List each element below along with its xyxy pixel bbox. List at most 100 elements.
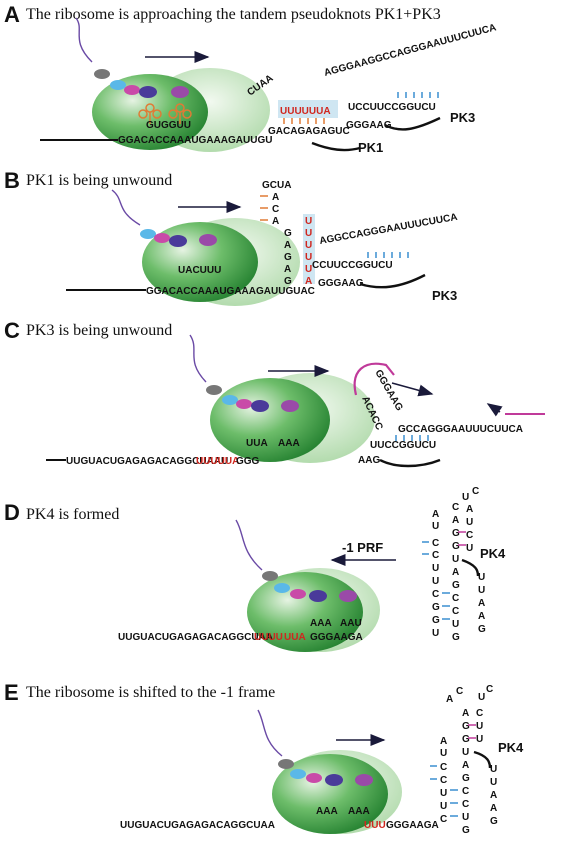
svg-text:C: C (462, 786, 469, 797)
slippery-sequence: UUUUUA (196, 456, 239, 467)
svg-text:U: U (305, 252, 312, 263)
pk4-connector (473, 750, 492, 769)
protein-bead (154, 233, 170, 243)
svg-text:A: A (305, 276, 312, 287)
stem-top-sequence: GCUA (262, 180, 291, 191)
ribosome-small-subunit (247, 572, 363, 652)
svg-text:U: U (452, 554, 459, 565)
svg-text:G: G (452, 541, 460, 552)
svg-text:G: G (432, 615, 440, 626)
mrna-sequence: UUGUACUGAGAGACAGGCUAAU (66, 456, 228, 467)
svg-text:U: U (466, 517, 473, 528)
nascent-chain-b (111, 189, 141, 226)
slippery-sequence: UUU (364, 820, 386, 831)
svg-text:A: A (478, 598, 485, 609)
connector (379, 458, 441, 468)
svg-text:A: A (462, 708, 469, 719)
svg-text:A: A (466, 504, 473, 515)
protein-bead (281, 400, 299, 412)
pk1-label: PK1 (358, 140, 383, 155)
codon-right: AAA (278, 438, 300, 449)
protein-bead (339, 590, 357, 602)
protein-bead (171, 86, 189, 98)
svg-text:C: C (440, 775, 447, 786)
svg-text:A: A (272, 216, 279, 227)
svg-text:G: G (462, 825, 470, 836)
panel-label: E (4, 680, 19, 705)
pk3-connector (384, 116, 441, 131)
svg-text:A: A (432, 509, 439, 520)
nascent-chain-e (257, 709, 283, 757)
pk4-label: PK4 (480, 546, 506, 561)
svg-text:G: G (284, 252, 292, 263)
after-sequence: GGGAAGA (310, 632, 363, 643)
pk3-bottom-sequence: GGGAAG (318, 278, 364, 289)
protein-bead (94, 69, 110, 79)
stem-left-column: ACA GAG AG (272, 192, 292, 287)
protein-bead (355, 774, 373, 786)
svg-text:U: U (305, 228, 312, 239)
svg-text:U: U (432, 628, 439, 639)
svg-text:G: G (284, 276, 292, 287)
codon-sequence: GUGGUU (146, 120, 191, 131)
svg-text:C: C (452, 606, 459, 617)
protein-bead (222, 395, 238, 405)
pk3-label: PK3 (432, 288, 457, 303)
panel-label: D (4, 500, 20, 525)
svg-text:C: C (432, 538, 439, 549)
ribosome-small-subunit (210, 378, 330, 462)
svg-text:A: A (284, 264, 291, 275)
panel-label: A (4, 2, 20, 27)
svg-text:G: G (478, 624, 486, 635)
svg-text:C: C (432, 550, 439, 561)
svg-text:U: U (478, 585, 485, 596)
svg-text:A: A (452, 515, 459, 526)
pk3-top-sequence: AGGCCAGGGAAUUUCUUCA (319, 212, 459, 247)
svg-text:C: C (486, 684, 493, 695)
stem-red-sequence: UUUUUUA (280, 106, 331, 117)
svg-text:C: C (476, 708, 483, 719)
nascent-chain-d (235, 519, 263, 571)
protein-bead (124, 85, 140, 95)
pk3-bottom-sequence: GGGAAG (346, 120, 392, 131)
base-pairs-blue (395, 435, 429, 441)
prf-label: -1 PRF (342, 540, 383, 555)
pk4-label: PK4 (498, 740, 524, 755)
svg-text:U: U (432, 576, 439, 587)
pk3-mid-sequence: CCUUCCGGUCU (312, 260, 393, 271)
protein-bead (199, 234, 217, 246)
svg-text:G: G (462, 773, 470, 784)
protein-bead (251, 400, 269, 412)
svg-text:U: U (440, 748, 447, 759)
panel-title: PK1 is being unwound (26, 172, 173, 189)
pk3-mid-sequence: UCCUUCCGGUCU (348, 102, 436, 113)
svg-text:U: U (440, 801, 447, 812)
nascent-chain-a (75, 17, 93, 63)
svg-text:C: C (440, 762, 447, 773)
svg-text:A: A (440, 736, 447, 747)
base-pairs-magenta (458, 531, 466, 546)
ribosome-c (210, 373, 375, 463)
protein-bead (274, 583, 290, 593)
pk3-label: PK3 (450, 110, 475, 125)
mrna-sequence: GGACACCAAAUGAAAGAUUGUAC (146, 286, 315, 297)
svg-text:A: A (452, 567, 459, 578)
after-sequence: GGGAAGA (386, 820, 439, 831)
panel-title: The ribosome is shifted to the -1 frame (26, 684, 276, 701)
mrna-sequence: UUGUACUGAGAGACAGGCUAA (118, 632, 273, 643)
protein-bead (309, 590, 327, 602)
slippery-sequence-2: UUA (284, 632, 306, 643)
pk3-mid-sequence: UUCCGGUCU (370, 440, 436, 451)
svg-text:A: A (462, 760, 469, 771)
panel-title: PK4 is formed (26, 506, 120, 523)
svg-text:G: G (432, 602, 440, 613)
panel-label: B (4, 168, 20, 193)
panel-e: E The ribosome is shifted to the -1 fram… (0, 680, 572, 850)
svg-text:C: C (452, 502, 459, 513)
svg-text:U: U (462, 747, 469, 758)
svg-text:G: G (452, 528, 460, 539)
svg-text:A: A (490, 790, 497, 801)
unwinding-arrow (391, 382, 434, 397)
panel-d: D PK4 is formed (0, 500, 572, 670)
